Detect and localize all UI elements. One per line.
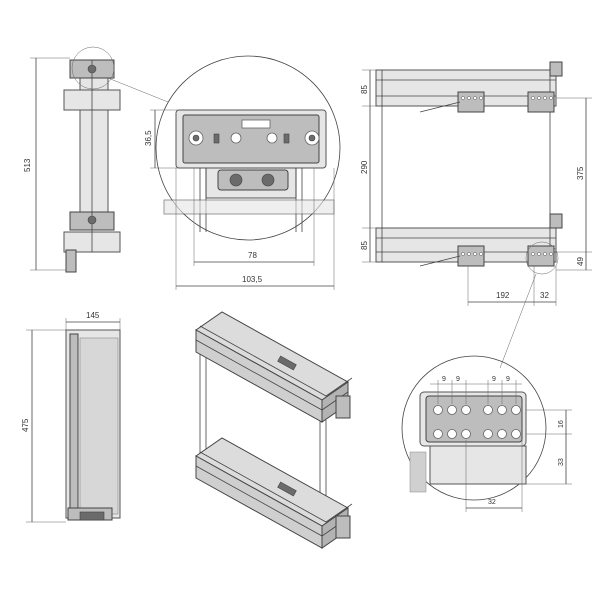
dim-detail-height-small: 16 [558,420,565,428]
dim-front-width: 145 [86,311,100,320]
dim-rail-spacing: 192 [496,291,510,300]
dim-bottom-offset: 85 [360,241,369,250]
dim-top-offset: 85 [360,85,369,94]
bracket-detail-view: 9 9 9 9 16 33 32 [401,355,572,512]
dim-clip-inner-width: 78 [248,251,257,260]
dim-bottom-right: 49 [576,257,585,266]
front-view: 145 475 [21,311,121,523]
dim-side-height: 375 [576,166,585,180]
side-elevation-view: 513 [23,57,121,273]
dim-hole-spacing-4: 9 [506,376,510,383]
dim-middle-gap: 290 [360,160,369,174]
clip-detail-view: 36,5 78 103,5 [144,55,341,290]
plan-view: 85 290 85 375 49 192 32 [360,61,592,369]
dim-detail-height: 33 [558,458,565,466]
dim-height-total: 513 [23,158,32,172]
dim-rail-end: 32 [540,291,549,300]
basket-3d-view [195,311,353,549]
dim-hole-spacing-2: 9 [456,376,460,383]
dim-detail-width: 32 [488,499,496,506]
dim-clip-outer-width: 103,5 [242,275,263,284]
dim-clip-height: 36,5 [144,130,153,146]
dim-hole-spacing-3: 9 [492,376,496,383]
dim-front-height: 475 [21,418,30,432]
dim-hole-spacing-1: 9 [442,376,446,383]
